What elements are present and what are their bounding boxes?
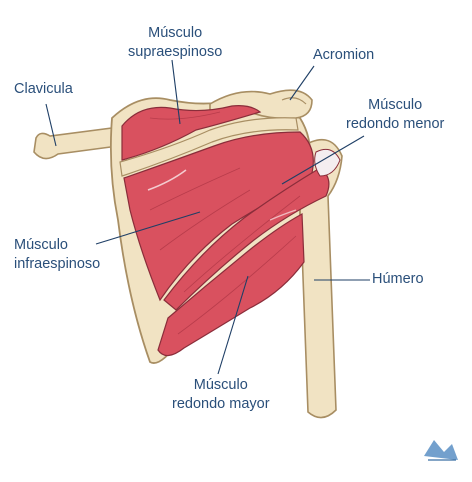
label-clavicula-text: Clavicula — [14, 81, 73, 97]
label-redondo-mayor-line2: redondo mayor — [172, 396, 270, 412]
leader-acromion — [289, 65, 315, 101]
label-supraespinoso-line1: Músculo — [148, 25, 203, 41]
leader-infraespinoso — [95, 211, 201, 245]
leader-redondo-mayor — [217, 275, 249, 375]
label-redondo-menor: Músculo redondo menor — [346, 96, 444, 134]
leader-supraespinoso — [171, 59, 181, 125]
leader-redondo-menor — [281, 135, 365, 185]
leader-lines — [45, 59, 370, 375]
label-humero: Húmero — [372, 270, 424, 289]
label-supraespinoso-line2: supraespinoso — [128, 44, 223, 60]
teres-minor-tendon — [314, 148, 341, 177]
label-redondo-menor-line2: redondo menor — [346, 116, 445, 132]
scapular-spine — [119, 117, 299, 177]
humerus-bone — [297, 138, 343, 419]
label-humero-text: Húmero — [372, 271, 424, 287]
clavicle-bone — [33, 127, 120, 160]
label-supraespinoso: Músculo supraespinoso — [128, 24, 222, 62]
corner-logo-icon — [424, 440, 458, 461]
label-redondo-menor-line1: Músculo — [368, 97, 423, 113]
label-redondo-mayor-line1: Músculo — [193, 377, 248, 393]
label-clavicula: Clavicula — [14, 80, 73, 99]
infraspinatus-muscle — [123, 131, 314, 302]
label-infraespinoso-line1: Músculo — [14, 237, 68, 253]
teres-major-muscle — [157, 209, 305, 357]
label-infraespinoso-line2: infraespinoso — [14, 256, 101, 272]
leader-clavicula — [45, 103, 57, 147]
label-infraespinoso: Músculo infraespinoso — [14, 236, 100, 274]
teres-minor-muscle — [163, 167, 330, 311]
label-acromion-text: Acromion — [313, 47, 375, 63]
label-acromion: Acromion — [313, 46, 374, 65]
supraspinatus-muscle — [121, 105, 262, 161]
label-redondo-mayor: Músculo redondo mayor — [172, 376, 270, 414]
